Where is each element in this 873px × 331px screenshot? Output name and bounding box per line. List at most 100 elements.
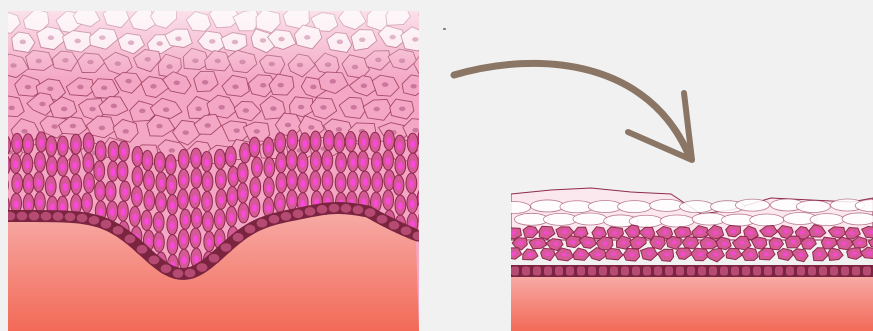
basal-cell: [172, 269, 184, 279]
cell-nucleus: [194, 175, 199, 183]
cell-nucleus: [26, 181, 31, 189]
cell-nucleus: [168, 162, 173, 170]
basal-cell: [753, 266, 762, 276]
cell-nucleus: [270, 106, 276, 111]
cell-nucleus: [518, 241, 523, 245]
cell-nucleus: [15, 140, 20, 148]
thin-epithelium-panel: [511, 180, 873, 331]
cell-nucleus: [849, 231, 854, 235]
cell-nucleus: [74, 201, 79, 209]
cell-nucleus: [231, 173, 236, 181]
basal-cell: [352, 205, 364, 215]
cell-nucleus: [313, 138, 318, 146]
cell-nucleus: [8, 106, 14, 111]
basal-cell: [599, 266, 608, 276]
basal-cell: [687, 266, 696, 276]
cell-nucleus: [748, 231, 753, 235]
cell-nucleus: [713, 253, 718, 257]
squamous-cell: [650, 199, 684, 211]
squamous-cell: [618, 201, 652, 213]
squamous-cell: [842, 213, 873, 225]
cell-nucleus: [387, 137, 392, 145]
cell-nucleus: [50, 203, 55, 211]
cell-nucleus: [70, 124, 76, 129]
cell-nucleus: [511, 252, 516, 256]
cell-nucleus: [409, 180, 414, 188]
basal-cell: [220, 242, 232, 252]
cell-nucleus: [14, 200, 19, 208]
basal-cell: [544, 266, 553, 276]
cell-nucleus: [139, 109, 145, 114]
cell-nucleus: [764, 252, 769, 256]
cell-nucleus: [132, 213, 137, 221]
cell-nucleus: [374, 107, 380, 112]
cell-nucleus: [243, 108, 249, 113]
cell-nucleus: [123, 129, 129, 134]
cell-nucleus: [230, 193, 235, 201]
cell-nucleus: [386, 197, 391, 205]
basal-cell: [720, 266, 729, 276]
cell-nucleus: [278, 83, 284, 88]
cell-nucleus: [48, 183, 53, 191]
squamous-cell: [531, 200, 565, 212]
cell-nucleus: [170, 222, 175, 230]
cell-nucleus: [713, 231, 718, 235]
cell-nucleus: [298, 105, 304, 110]
squamous-cell: [588, 201, 622, 213]
cell-nucleus: [60, 203, 65, 211]
cell-nucleus: [205, 179, 210, 187]
cell-nucleus: [110, 208, 115, 216]
basal-cell: [40, 211, 52, 221]
cell-nucleus: [194, 155, 199, 163]
cell-nucleus: [217, 236, 222, 244]
cell-nucleus: [313, 158, 318, 166]
basal-cell: [208, 253, 220, 263]
basal-cell: [256, 218, 268, 228]
cell-nucleus: [784, 230, 789, 234]
cell-nucleus: [150, 84, 156, 89]
cell-nucleus: [219, 176, 224, 184]
cell-nucleus: [603, 242, 608, 246]
cell-nucleus: [89, 107, 95, 112]
cell-nucleus: [798, 253, 803, 257]
cell-nucleus: [51, 124, 57, 129]
cell-nucleus: [108, 188, 113, 196]
cell-nucleus: [410, 200, 415, 208]
cell-nucleus: [731, 251, 736, 255]
basal-cell: [400, 226, 412, 236]
cell-nucleus: [375, 159, 380, 167]
cell-nucleus: [630, 253, 635, 257]
cell-nucleus: [98, 188, 103, 196]
cell-nucleus: [544, 231, 549, 235]
cell-nucleus: [253, 184, 258, 192]
basal-cell: [52, 211, 64, 221]
basal-cell: [731, 266, 740, 276]
basal-cell: [665, 266, 674, 276]
cell-nucleus: [99, 126, 105, 131]
basal-cell: [76, 213, 88, 223]
cell-nucleus: [815, 230, 820, 234]
cell-nucleus: [290, 197, 295, 205]
cell-nucleus: [688, 241, 693, 245]
basal-cell: [8, 211, 16, 221]
cell-nucleus: [833, 253, 838, 257]
cell-nucleus: [290, 137, 295, 145]
cell-nucleus: [351, 158, 356, 166]
cell-nucleus: [766, 229, 771, 233]
cell-nucleus: [783, 252, 788, 256]
basal-cell: [676, 266, 685, 276]
cell-nucleus: [156, 124, 162, 129]
basal-cell: [412, 231, 419, 241]
cell-nucleus: [308, 125, 314, 130]
cell-nucleus: [375, 179, 380, 187]
cell-nucleus: [562, 230, 567, 234]
basal-cell: [698, 266, 707, 276]
cell-nucleus: [373, 139, 378, 147]
cell-nucleus: [85, 200, 90, 208]
squamous-cell: [810, 214, 844, 226]
cell-nucleus: [326, 137, 331, 145]
cell-nucleus: [313, 178, 318, 186]
cell-nucleus: [320, 105, 326, 110]
cell-nucleus: [348, 138, 353, 146]
basal-cell: [364, 208, 376, 218]
